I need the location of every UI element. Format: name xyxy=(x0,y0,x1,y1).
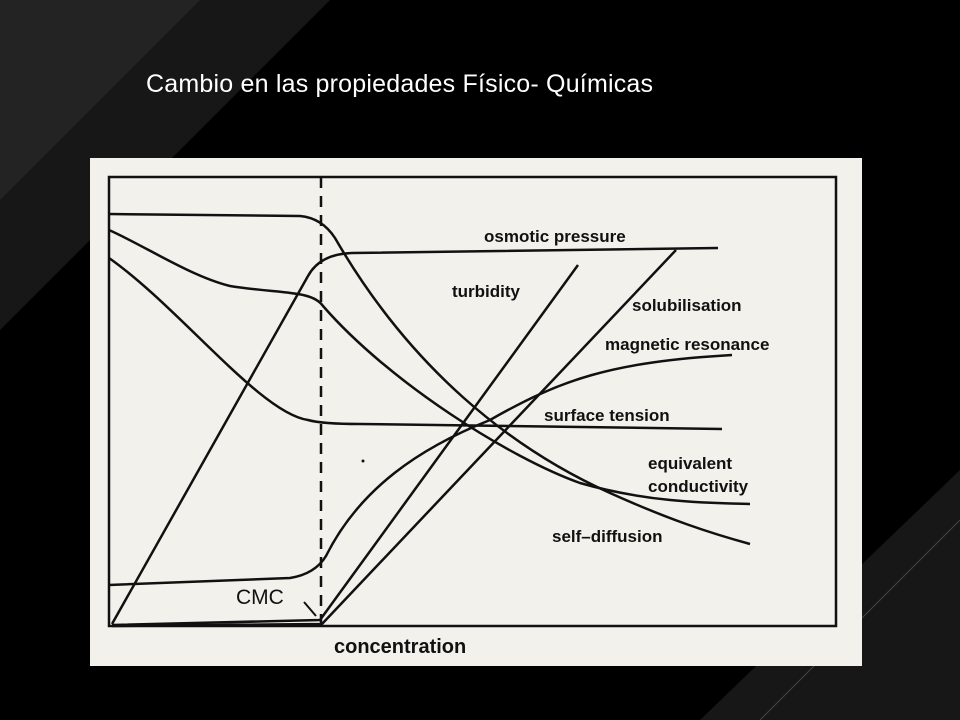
figure-panel: osmotic pressure turbidity solubilisatio… xyxy=(90,158,862,666)
label-concentration: concentration xyxy=(334,636,466,658)
label-equivalent: equivalent xyxy=(648,454,732,473)
cmc-pointer xyxy=(303,601,317,617)
label-self-diffusion: self–diffusion xyxy=(552,527,663,546)
plot-frame xyxy=(107,175,838,628)
label-turbidity: turbidity xyxy=(452,282,521,301)
label-osmotic-pressure: osmotic pressure xyxy=(484,227,626,246)
property-change-diagram: osmotic pressure turbidity solubilisatio… xyxy=(107,175,838,658)
label-solubilisation: solubilisation xyxy=(632,296,742,315)
label-cmc: CMC xyxy=(236,586,284,609)
osmotic-pressure-curve xyxy=(110,246,719,625)
solubilisation-curve xyxy=(111,249,677,628)
turbidity-curve xyxy=(111,264,580,627)
surface-tension-curve xyxy=(108,256,723,431)
label-magnetic-resonance: magnetic resonance xyxy=(605,335,769,354)
label-conductivity: conductivity xyxy=(648,477,749,496)
label-surface-tension: surface tension xyxy=(544,406,670,425)
stray-mark xyxy=(361,459,365,463)
self-diffusion-curve xyxy=(108,212,751,546)
magnetic-resonance-curve xyxy=(108,353,733,587)
slide-title: Cambio en las propiedades Físico- Químic… xyxy=(146,70,654,98)
equivalent-conductivity-curve xyxy=(108,228,751,506)
